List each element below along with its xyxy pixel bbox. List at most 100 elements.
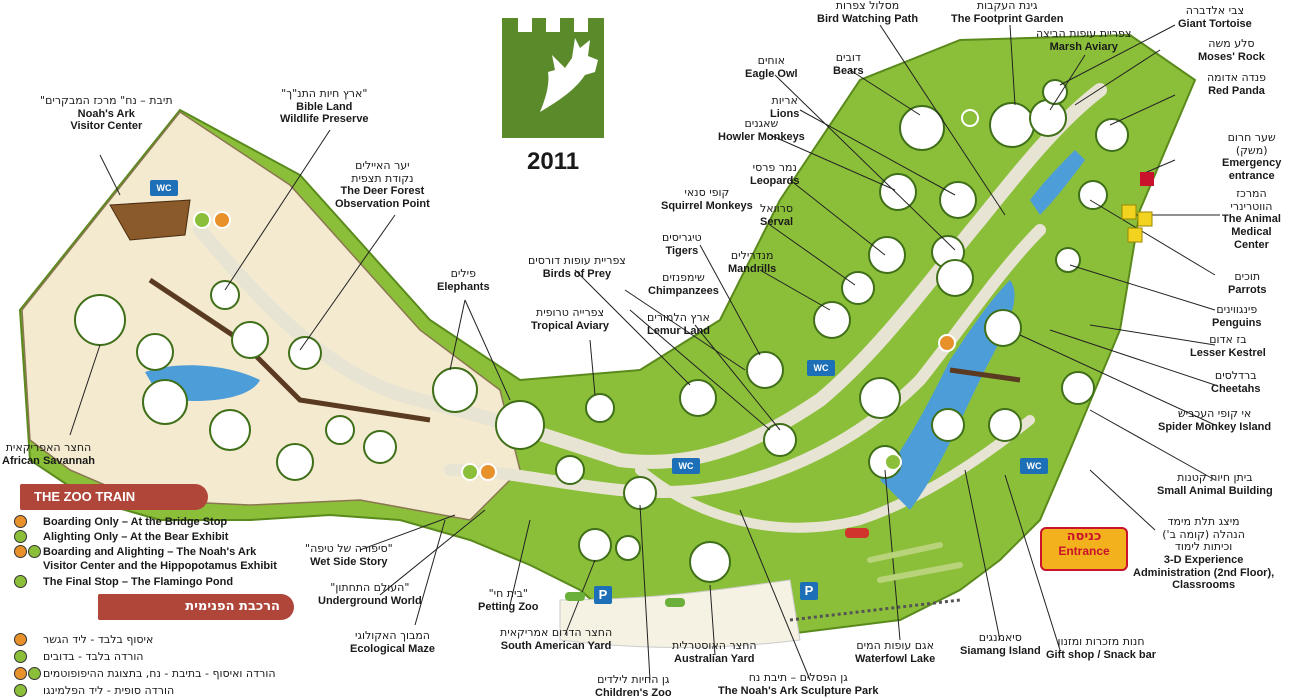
orange-stop-icon	[14, 515, 27, 528]
green-stop-icon	[28, 545, 41, 558]
label-australian[interactable]: החצר האוסטרלית Australian Yard	[672, 639, 757, 665]
logo-year: 2011	[527, 148, 580, 175]
legend-item: הורדה בלבד - בדובים	[14, 650, 144, 663]
car-icon	[565, 592, 585, 601]
orange-stop-icon	[14, 545, 27, 558]
legend-item: The Final Stop – The Flamingo Pond	[14, 575, 233, 588]
wc-icon: WC	[807, 360, 835, 376]
orange-stop-icon	[14, 667, 27, 680]
stop-icons	[14, 633, 38, 646]
parking-icon: P	[594, 586, 612, 604]
stream	[1030, 150, 1085, 215]
label-noahs-ark[interactable]: "תיבת – נח" מרכז המבקרים Noah's Ark Visi…	[40, 94, 173, 133]
label-parrots[interactable]: תוכים Parrots	[1228, 270, 1267, 296]
label-leopards[interactable]: נמר פרסי Leopards	[750, 161, 800, 187]
legend-item: איסוף בלבד - ליד הגשר	[14, 633, 153, 646]
noahs-ark	[109, 199, 191, 241]
label-birds-of-prey[interactable]: צפריית עופות דורסים Birds of Prey	[528, 254, 626, 280]
wc-icon: WC	[672, 458, 700, 474]
label-elephants[interactable]: פילים Elephants	[437, 267, 490, 293]
label-eagle-owl[interactable]: אוחים Eagle Owl	[745, 54, 798, 80]
label-chimpanzees[interactable]: שימפנזים Chimpanzees	[648, 271, 719, 297]
label-red-panda[interactable]: פנדה אדומה Red Panda	[1207, 71, 1266, 97]
label-moses-rock[interactable]: סלע משה Moses' Rock	[1198, 37, 1265, 63]
label-bird-watching[interactable]: מסלול צפרות Bird Watching Path	[817, 0, 919, 25]
green-stop-icon	[14, 530, 27, 543]
label-gift-shop[interactable]: חנות מזכרות ומזנון Gift shop / Snack bar	[1046, 635, 1157, 661]
legend-item-text: הורדה סופית - ליד הפלמינגו	[43, 684, 175, 697]
label-tigers[interactable]: טיגריסים Tigers	[662, 231, 702, 257]
waterfowl-lake	[880, 280, 1015, 510]
train-stops	[193, 109, 979, 481]
label-petting[interactable]: "בית חי" Petting Zoo	[478, 587, 539, 613]
legend-title-en: THE ZOO TRAIN	[20, 484, 208, 510]
legend-item: הורדה ואיסוף - בתיבת - נח, בתצוגת ההיפופ…	[14, 667, 276, 680]
zoo-logo	[502, 18, 604, 138]
label-childrens[interactable]: גן החיות לילדים Children's Zoo	[595, 673, 672, 699]
legend-item-text: The Final Stop – The Flamingo Pond	[43, 575, 234, 588]
label-bears[interactable]: דובים Bears	[833, 51, 864, 77]
label-howler-monkeys[interactable]: שאגנים Howler Monkeys	[718, 117, 805, 143]
green-stop-icon	[28, 667, 41, 680]
deer-bridge	[148, 277, 431, 423]
legend-item-text: Boarding and Alighting – The Noah's Ark	[43, 545, 257, 558]
label-deer-forest[interactable]: יער האיילים נקודת תצפית The Deer Forest …	[335, 159, 430, 210]
label-savannah[interactable]: החצר האפריקאית African Savannah	[2, 441, 95, 467]
legend-item: Boarding Only – At the Bridge Stop	[14, 515, 227, 528]
wc-icon: WC	[1020, 458, 1048, 474]
parking-road	[559, 579, 801, 648]
legend-item: Alighting Only – At the Bear Exhibit	[14, 530, 228, 543]
stop-icons	[14, 650, 38, 663]
legend-item-text: איסוף בלבד - ליד הגשר	[43, 633, 154, 646]
label-tropical-aviary[interactable]: צפרייה טרופית Tropical Aviary	[531, 306, 610, 332]
label-cheetahs[interactable]: ברדלסים Cheetahs	[1211, 369, 1261, 395]
label-giant-tortoise[interactable]: צבי אלדברה Giant Tortoise	[1178, 4, 1252, 30]
label-footprint-garden[interactable]: גינת העקבות The Footprint Garden	[951, 0, 1064, 25]
label-penguins[interactable]: פינגווינים Penguins	[1212, 303, 1262, 329]
stop-icons	[14, 684, 38, 697]
label-underground[interactable]: "העולם התחתון" Underground World	[318, 581, 422, 607]
legend-item-text: Alighting Only – At the Bear Exhibit	[43, 530, 229, 543]
label-small-animal[interactable]: ביתן חיות קטנות Small Animal Building	[1157, 471, 1273, 497]
legend-item-text: הורדה בלבד - בדובים	[43, 650, 144, 663]
stop-icons	[14, 530, 38, 543]
label-serval[interactable]: סרוואל Serval	[760, 202, 794, 228]
legend-item: Boarding and Alighting – The Noah's Ark	[14, 545, 256, 558]
label-siamang[interactable]: סיאמנגים Siamang Island	[960, 631, 1041, 657]
label-waterfowl[interactable]: אגם עופות המים Waterfowl Lake	[855, 639, 936, 665]
label-ecological[interactable]: המבוך האקולוגי Ecological Maze	[350, 629, 435, 655]
label-lions[interactable]: אריות Lions	[770, 94, 800, 120]
parking-icon: P	[800, 582, 818, 600]
stop-icons	[14, 667, 41, 680]
label-spider-monkey[interactable]: אי קופי העכביש Spider Monkey Island	[1158, 407, 1272, 433]
label-mandrills[interactable]: מנדרילים Mandrills	[728, 249, 777, 275]
green-stop-icon	[14, 684, 27, 697]
label-wet-side[interactable]: "סיפורה של טיפה" Wet Side Story	[305, 542, 393, 568]
label-sculpture[interactable]: גן הפסלים – תיבת נח The Noah's Ark Sculp…	[718, 671, 879, 697]
label-south-american[interactable]: החצר הדרום אמריקאית South American Yard	[500, 626, 613, 652]
label-lemur-land[interactable]: ארץ הלמורים Lemur Land	[647, 311, 710, 337]
legend-item: Visitor Center and the Hippopotamus Exhi…	[14, 560, 277, 572]
label-emergency[interactable]: שער חרום (משק) Emergency entrance	[1222, 131, 1282, 182]
label-bible-land[interactable]: "ארץ חיות התנ"ך" Bible Land Wildlife Pre…	[280, 87, 369, 126]
label-experience[interactable]: מיצג תלת מימד הנהלה (קומה ב') וכיתות לימ…	[1133, 515, 1275, 592]
stop-icons	[14, 575, 38, 588]
benches	[867, 542, 963, 583]
entrance-sign[interactable]: כניסה Entrance	[1040, 527, 1128, 571]
emergency-gate	[1140, 172, 1154, 186]
label-medical[interactable]: המרכז הווטרינרי The Animal Medical Cente…	[1222, 187, 1281, 251]
label-marsh-aviary[interactable]: צפריית עופות הביצה Marsh Aviary	[1036, 27, 1132, 53]
label-squirrel-monkeys[interactable]: קופי סנאי Squirrel Monkeys	[661, 186, 753, 212]
stop-icons	[14, 545, 41, 558]
legend-item-text: הורדה ואיסוף - בתיבת - נח, בתצוגת ההיפופ…	[43, 667, 276, 680]
main-path	[193, 83, 1107, 469]
leader-lines	[69, 24, 1220, 681]
legend-item-text: Visitor Center and the Hippopotamus Exhi…	[43, 560, 277, 572]
car-icon	[665, 598, 685, 607]
wc-icon: WC	[150, 180, 178, 196]
legend-title-he: הרכבת הפנימית	[98, 594, 294, 620]
green-stop-icon	[14, 650, 27, 663]
label-kestrel[interactable]: בז אדום Lesser Kestrel	[1190, 333, 1266, 359]
